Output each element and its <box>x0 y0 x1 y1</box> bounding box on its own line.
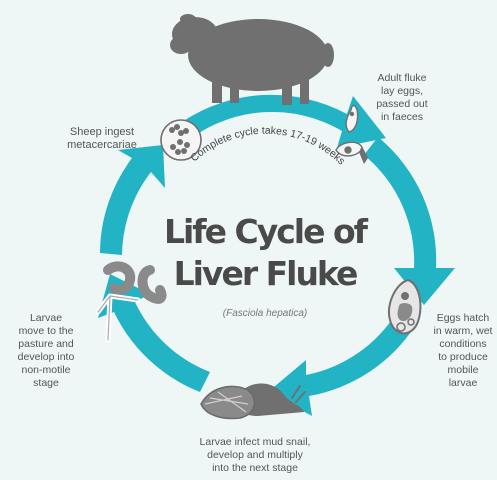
stage-label-line: stage <box>4 377 88 390</box>
stage-label-line: move to the <box>4 325 88 338</box>
diagram-title-line2: Liver Fluke <box>140 256 390 292</box>
stage-label-line: mobile <box>425 364 497 377</box>
stage-label-line: Larvae <box>4 312 88 325</box>
stage-label-line: develop into <box>4 351 88 364</box>
egg-icon <box>389 280 420 333</box>
stage-label-line: lay eggs, <box>362 85 442 98</box>
stage-label-line: larvae <box>425 377 497 390</box>
stage-label-line: Sheep ingest <box>52 126 152 139</box>
stage-label-line: Adult fluke <box>362 72 442 85</box>
stage-label-line: passed out <box>362 98 442 111</box>
stage-label-line: to produce <box>425 351 497 364</box>
sheep-icon <box>170 14 334 105</box>
stage-label-line: into the next stage <box>180 462 330 475</box>
stage-label-line: in warm, wet <box>425 325 497 338</box>
stage-label-line: conditions <box>425 338 497 351</box>
stage-label-line: develop and multiply <box>180 449 330 462</box>
cycle-duration-label: Complete cycle takes 17-19 weeks <box>188 125 347 168</box>
diagram-title-line1: Life Cycle of <box>140 214 390 250</box>
stage-label-line: in faeces <box>362 111 442 124</box>
stage-label-line: non-motile <box>4 364 88 377</box>
stage-label-line: metacercariae <box>52 139 152 152</box>
stage-label-line: pasture and <box>4 338 88 351</box>
stage-label-snail: Larvae infect mud snail,develop and mult… <box>180 436 330 475</box>
stage-label-line: Larvae infect mud snail, <box>180 436 330 449</box>
scientific-name: (Fasciola hepatica) <box>160 308 370 319</box>
stage-label-line: Eggs hatch <box>425 312 497 325</box>
